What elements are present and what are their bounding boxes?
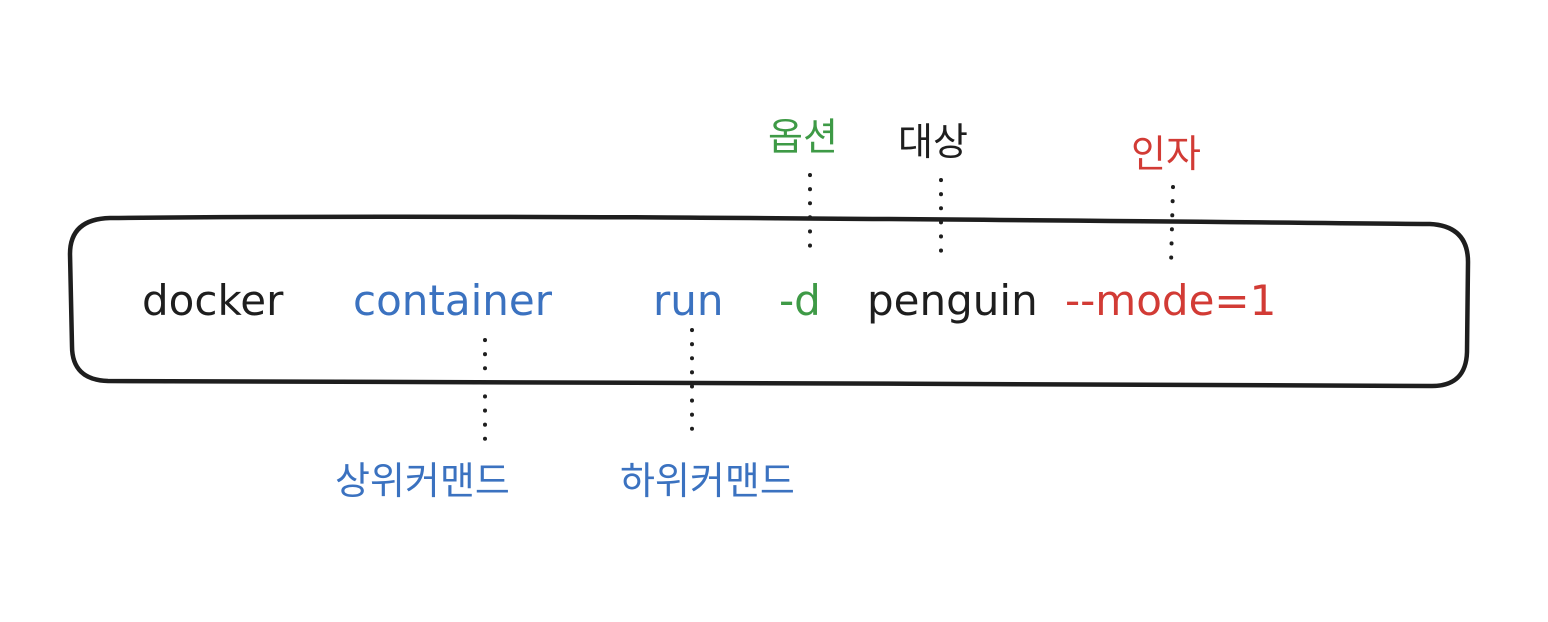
command-target-penguin: penguin [867,276,1038,325]
command-option-d: -d [779,276,821,325]
command-run: run [653,276,724,325]
command-container: container [353,276,553,325]
command-argument-mode: --mode=1 [1065,276,1276,325]
label-option: 옵션 [768,115,838,159]
label-argument: 인자 [1131,132,1201,176]
label-parent-command: 상위커맨드 [335,459,510,503]
label-sub-command: 하위커맨드 [620,459,795,503]
connector-argument [1169,185,1175,267]
command-box [67,214,1471,389]
command-box-bottom-stroke [769,381,1106,387]
label-target: 대상 [898,120,968,164]
command-docker: docker [142,276,284,325]
